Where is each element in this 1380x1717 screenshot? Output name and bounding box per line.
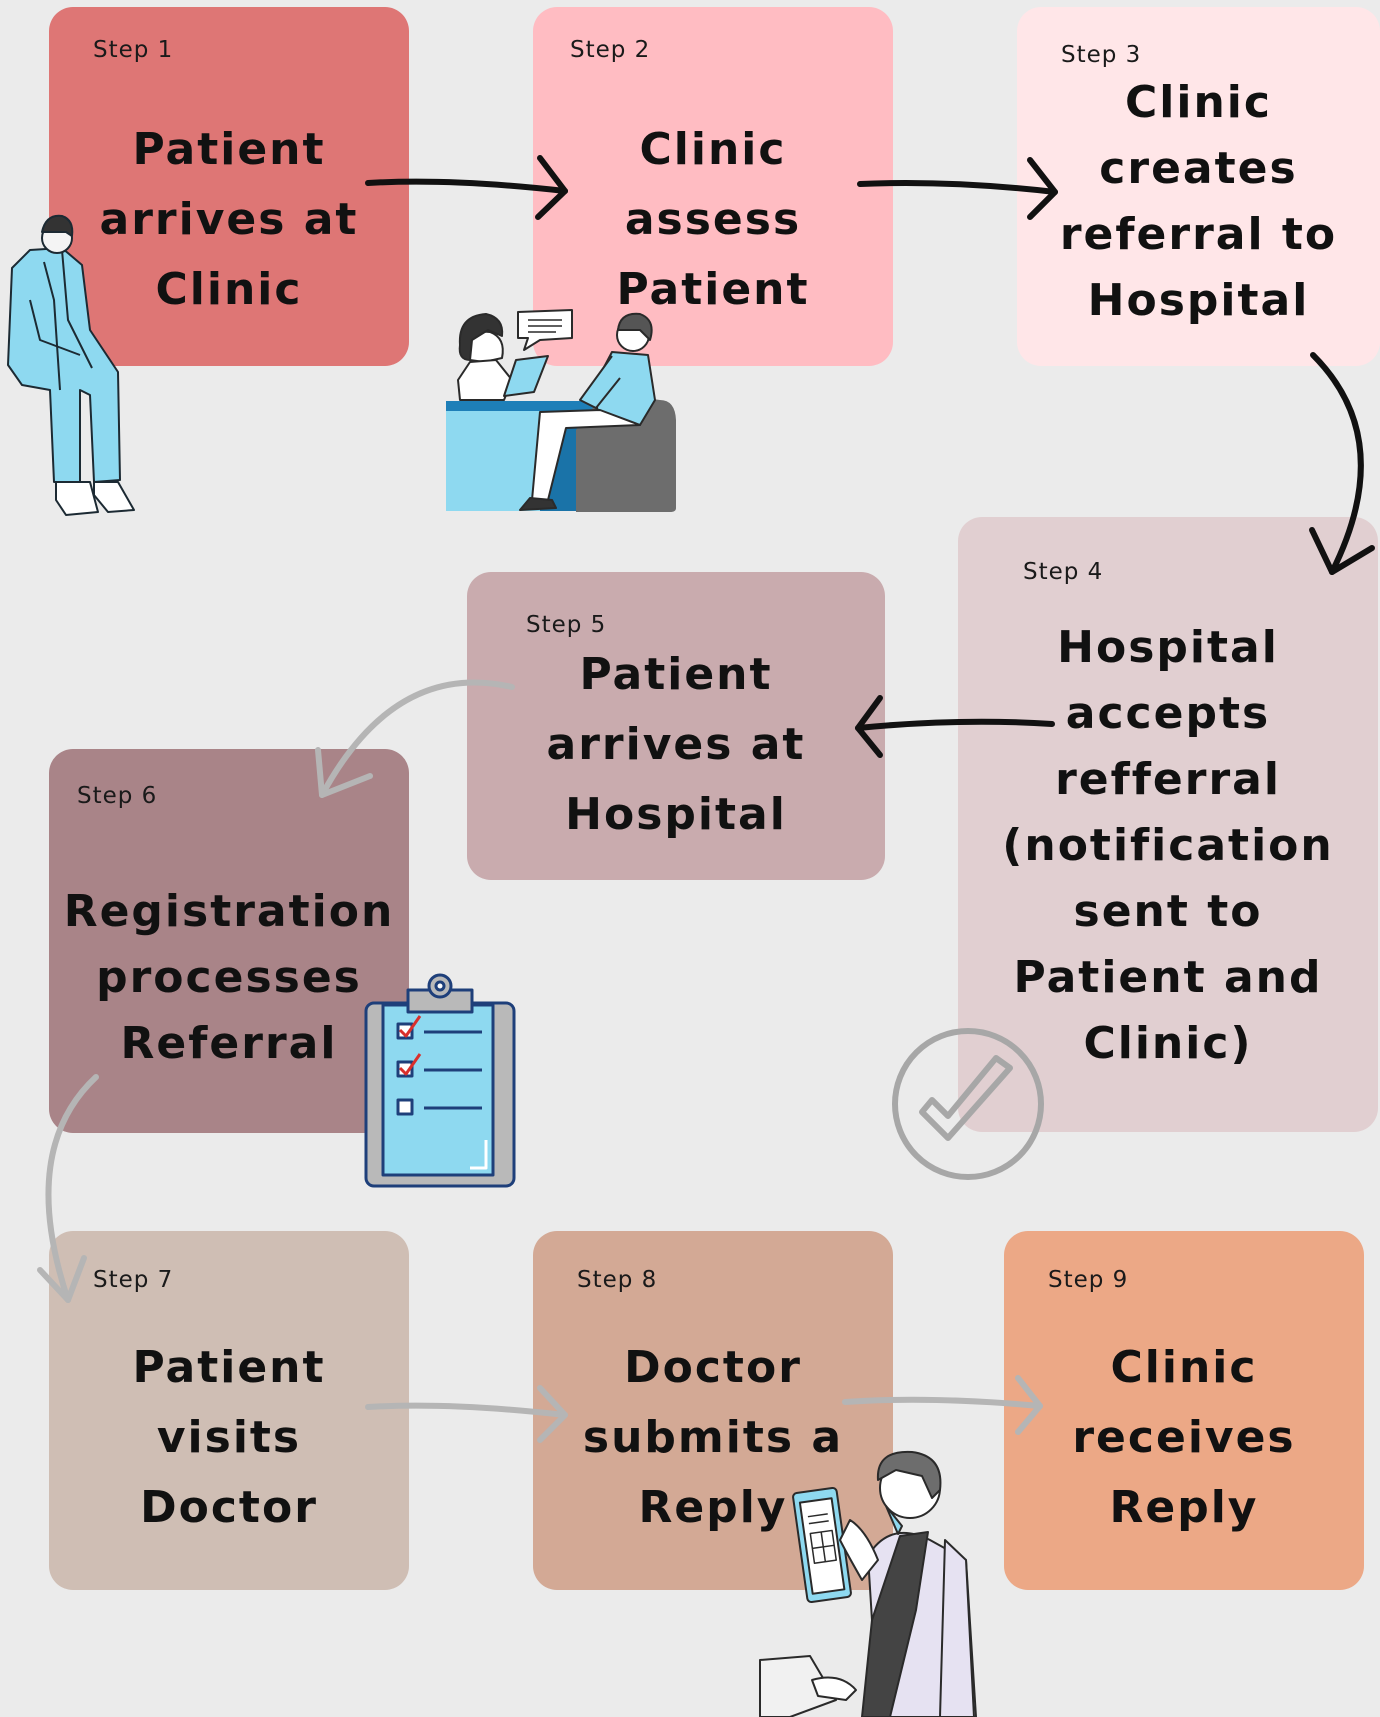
seated-patient-icon — [7, 214, 135, 516]
step-9-box: Step 9 Clinic receives Reply — [1004, 1231, 1364, 1590]
checkmark-circle-icon — [892, 1028, 1044, 1180]
consultation-icon — [446, 309, 676, 512]
clipboard-checklist-icon — [364, 973, 516, 1188]
arrow-step7-to-step8 — [365, 1385, 568, 1443]
step-9-text: Clinic receives Reply — [1072, 1342, 1296, 1533]
step-3-box: Step 3 Clinic creates referral to Hospit… — [1017, 7, 1380, 366]
step-1-label: Step 1 — [93, 37, 174, 63]
arrow-step4-to-step5 — [855, 695, 1055, 758]
step-7-label: Step 7 — [93, 1267, 174, 1293]
arrow-step6-to-step7 — [37, 1074, 99, 1303]
step-4-text: Hospital accepts refferral (notification… — [1002, 622, 1334, 1069]
step-3-text: Clinic creates referral to Hospital — [1059, 77, 1338, 326]
arrow-step2-to-step3 — [857, 157, 1058, 220]
step-6-label: Step 6 — [77, 783, 158, 809]
step-8-text: Doctor submits a Reply — [582, 1342, 844, 1533]
step-3-label: Step 3 — [1061, 42, 1142, 68]
arrow-step8-to-step9 — [842, 1375, 1043, 1435]
arrow-step5-to-step6 — [315, 679, 515, 798]
step-6-text: Registration processes Referral — [63, 886, 395, 1069]
arrow-step3-to-step4 — [1309, 352, 1375, 575]
step-1-text: Patient arrives at Clinic — [99, 124, 359, 315]
step-5-text: Patient arrives at Hospital — [546, 649, 806, 840]
step-6-box: Step 6 Registration processes Referral — [49, 749, 409, 1133]
step-2-text: Clinic assess Patient — [616, 124, 810, 315]
doctor-icon — [759, 1450, 977, 1717]
step-1-box: Step 1 Patient arrives at Clinic — [49, 7, 409, 366]
step-4-label: Step 4 — [1023, 559, 1104, 585]
step-2-box: Step 2 Clinic assess Patient — [533, 7, 893, 366]
step-5-label: Step 5 — [526, 612, 607, 638]
step-5-box: Step 5 Patient arrives at Hospital — [467, 572, 885, 880]
step-2-label: Step 2 — [570, 37, 651, 63]
step-7-box: Step 7 Patient visits Doctor — [49, 1231, 409, 1590]
step-7-text: Patient visits Doctor — [132, 1342, 326, 1533]
step-4-box: Step 4 Hospital accepts refferral (notif… — [958, 517, 1378, 1132]
step-8-label: Step 8 — [577, 1267, 658, 1293]
step-9-label: Step 9 — [1048, 1267, 1129, 1293]
arrow-step1-to-step2 — [365, 155, 568, 220]
